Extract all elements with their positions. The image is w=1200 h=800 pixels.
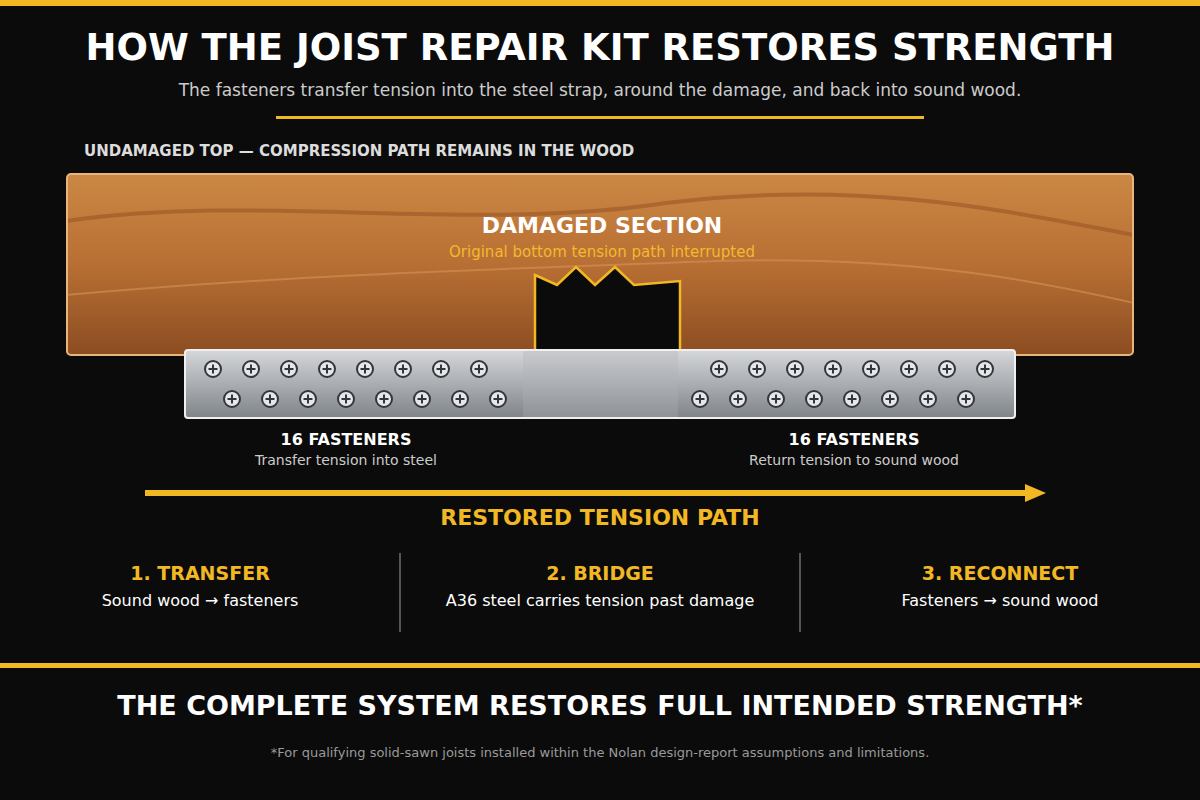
strap-bridge [523, 351, 678, 417]
step-heading: 2. BRIDGE [546, 562, 654, 585]
fastener-cross [867, 365, 876, 374]
divider [399, 553, 401, 632]
fastener-cross [886, 395, 895, 404]
fastener-cross [829, 365, 838, 374]
fastener [901, 361, 917, 377]
fastener [863, 361, 879, 377]
fastener [977, 361, 993, 377]
subtitle: The fasteners transfer tension into the … [179, 80, 1022, 100]
fastener-cross [753, 365, 762, 374]
fastener [806, 391, 822, 407]
step-text: Sound wood → fasteners [102, 591, 299, 610]
fastener [711, 361, 727, 377]
fastener [882, 391, 898, 407]
fastener [300, 391, 316, 407]
step-heading: 1. TRANSFER [130, 562, 270, 585]
fastener [749, 361, 765, 377]
fastener [243, 361, 259, 377]
fastener [939, 361, 955, 377]
fastener [281, 361, 297, 377]
fastener [825, 361, 841, 377]
fastener-cross [962, 395, 971, 404]
arrow-head [1025, 484, 1046, 502]
fastener [357, 361, 373, 377]
fastener-cross [772, 395, 781, 404]
footnote: *For qualifying solid-sawn joists instal… [271, 745, 930, 761]
fastener [787, 361, 803, 377]
fastener [730, 391, 746, 407]
fastener [433, 361, 449, 377]
fastener [490, 391, 506, 407]
node-body: Original bottom tension path interrupted [449, 243, 755, 261]
fastener-cross [475, 365, 484, 374]
fastener [452, 391, 468, 407]
fastener [224, 391, 240, 407]
fastener [920, 391, 936, 407]
node-heading: DAMAGED SECTION [482, 213, 723, 239]
strap-body [185, 350, 1015, 418]
step-text: A36 steel carries tension past damage [446, 591, 754, 610]
fastener-cross [981, 365, 990, 374]
fastener [768, 391, 784, 407]
fastener-cross [304, 395, 313, 404]
section-label: UNDAMAGED TOP — COMPRESSION PATH REMAINS… [84, 142, 634, 160]
wood-grain [66, 173, 1134, 356]
fastener-cross [810, 395, 819, 404]
tension-arrow [145, 490, 1025, 496]
fastener-cross [715, 365, 724, 374]
fastener-cross [456, 395, 465, 404]
fastener-cross [696, 395, 705, 404]
step-text: Fasteners → sound wood [902, 591, 1099, 610]
fastener-cross [418, 395, 427, 404]
fastener-cross [266, 395, 275, 404]
title: HOW THE JOIST REPAIR KIT RESTORES STRENG… [86, 26, 1115, 70]
fastener-cross [494, 395, 503, 404]
fastener [262, 391, 278, 407]
group-label: 16 FASTENERS [281, 430, 412, 449]
fastener-cross [791, 365, 800, 374]
title-rule [276, 116, 924, 119]
group-label: 16 FASTENERS [789, 430, 920, 449]
fastener [414, 391, 430, 407]
fastener [205, 361, 221, 377]
fastener-cross [228, 395, 237, 404]
fastener-cross [342, 395, 351, 404]
fastener-cross [734, 395, 743, 404]
fastener-cross [924, 395, 933, 404]
fastener [844, 391, 860, 407]
fastener-cross [323, 365, 332, 374]
fastener [395, 361, 411, 377]
fastener-cross [361, 365, 370, 374]
path-label: RESTORED TENSION PATH [440, 505, 760, 531]
top-bar [0, 0, 1200, 6]
fastener-cross [437, 365, 446, 374]
fastener-cross [209, 365, 218, 374]
fastener [319, 361, 335, 377]
group-note: Return tension to sound wood [749, 452, 959, 469]
fastener-cross [399, 365, 408, 374]
joist-beam: DAMAGED SECTION Original bottom tension p… [66, 173, 1134, 356]
fastener [958, 391, 974, 407]
fastener [471, 361, 487, 377]
fastener-cross [247, 365, 256, 374]
fastener-cross [380, 395, 389, 404]
divider [799, 553, 801, 632]
step-heading: 3. RECONNECT [922, 562, 1078, 585]
fastener [376, 391, 392, 407]
fastener-cross [905, 365, 914, 374]
fastener-cross [943, 365, 952, 374]
group-note: Transfer tension into steel [255, 452, 437, 469]
fastener [338, 391, 354, 407]
fastener-cross [848, 395, 857, 404]
bottom-rule [0, 663, 1200, 668]
conclusion: THE COMPLETE SYSTEM RESTORES FULL INTEND… [117, 690, 1082, 722]
fastener [692, 391, 708, 407]
fastener-group [205, 361, 993, 407]
damage-notch [535, 267, 680, 356]
fastener-cross [285, 365, 294, 374]
